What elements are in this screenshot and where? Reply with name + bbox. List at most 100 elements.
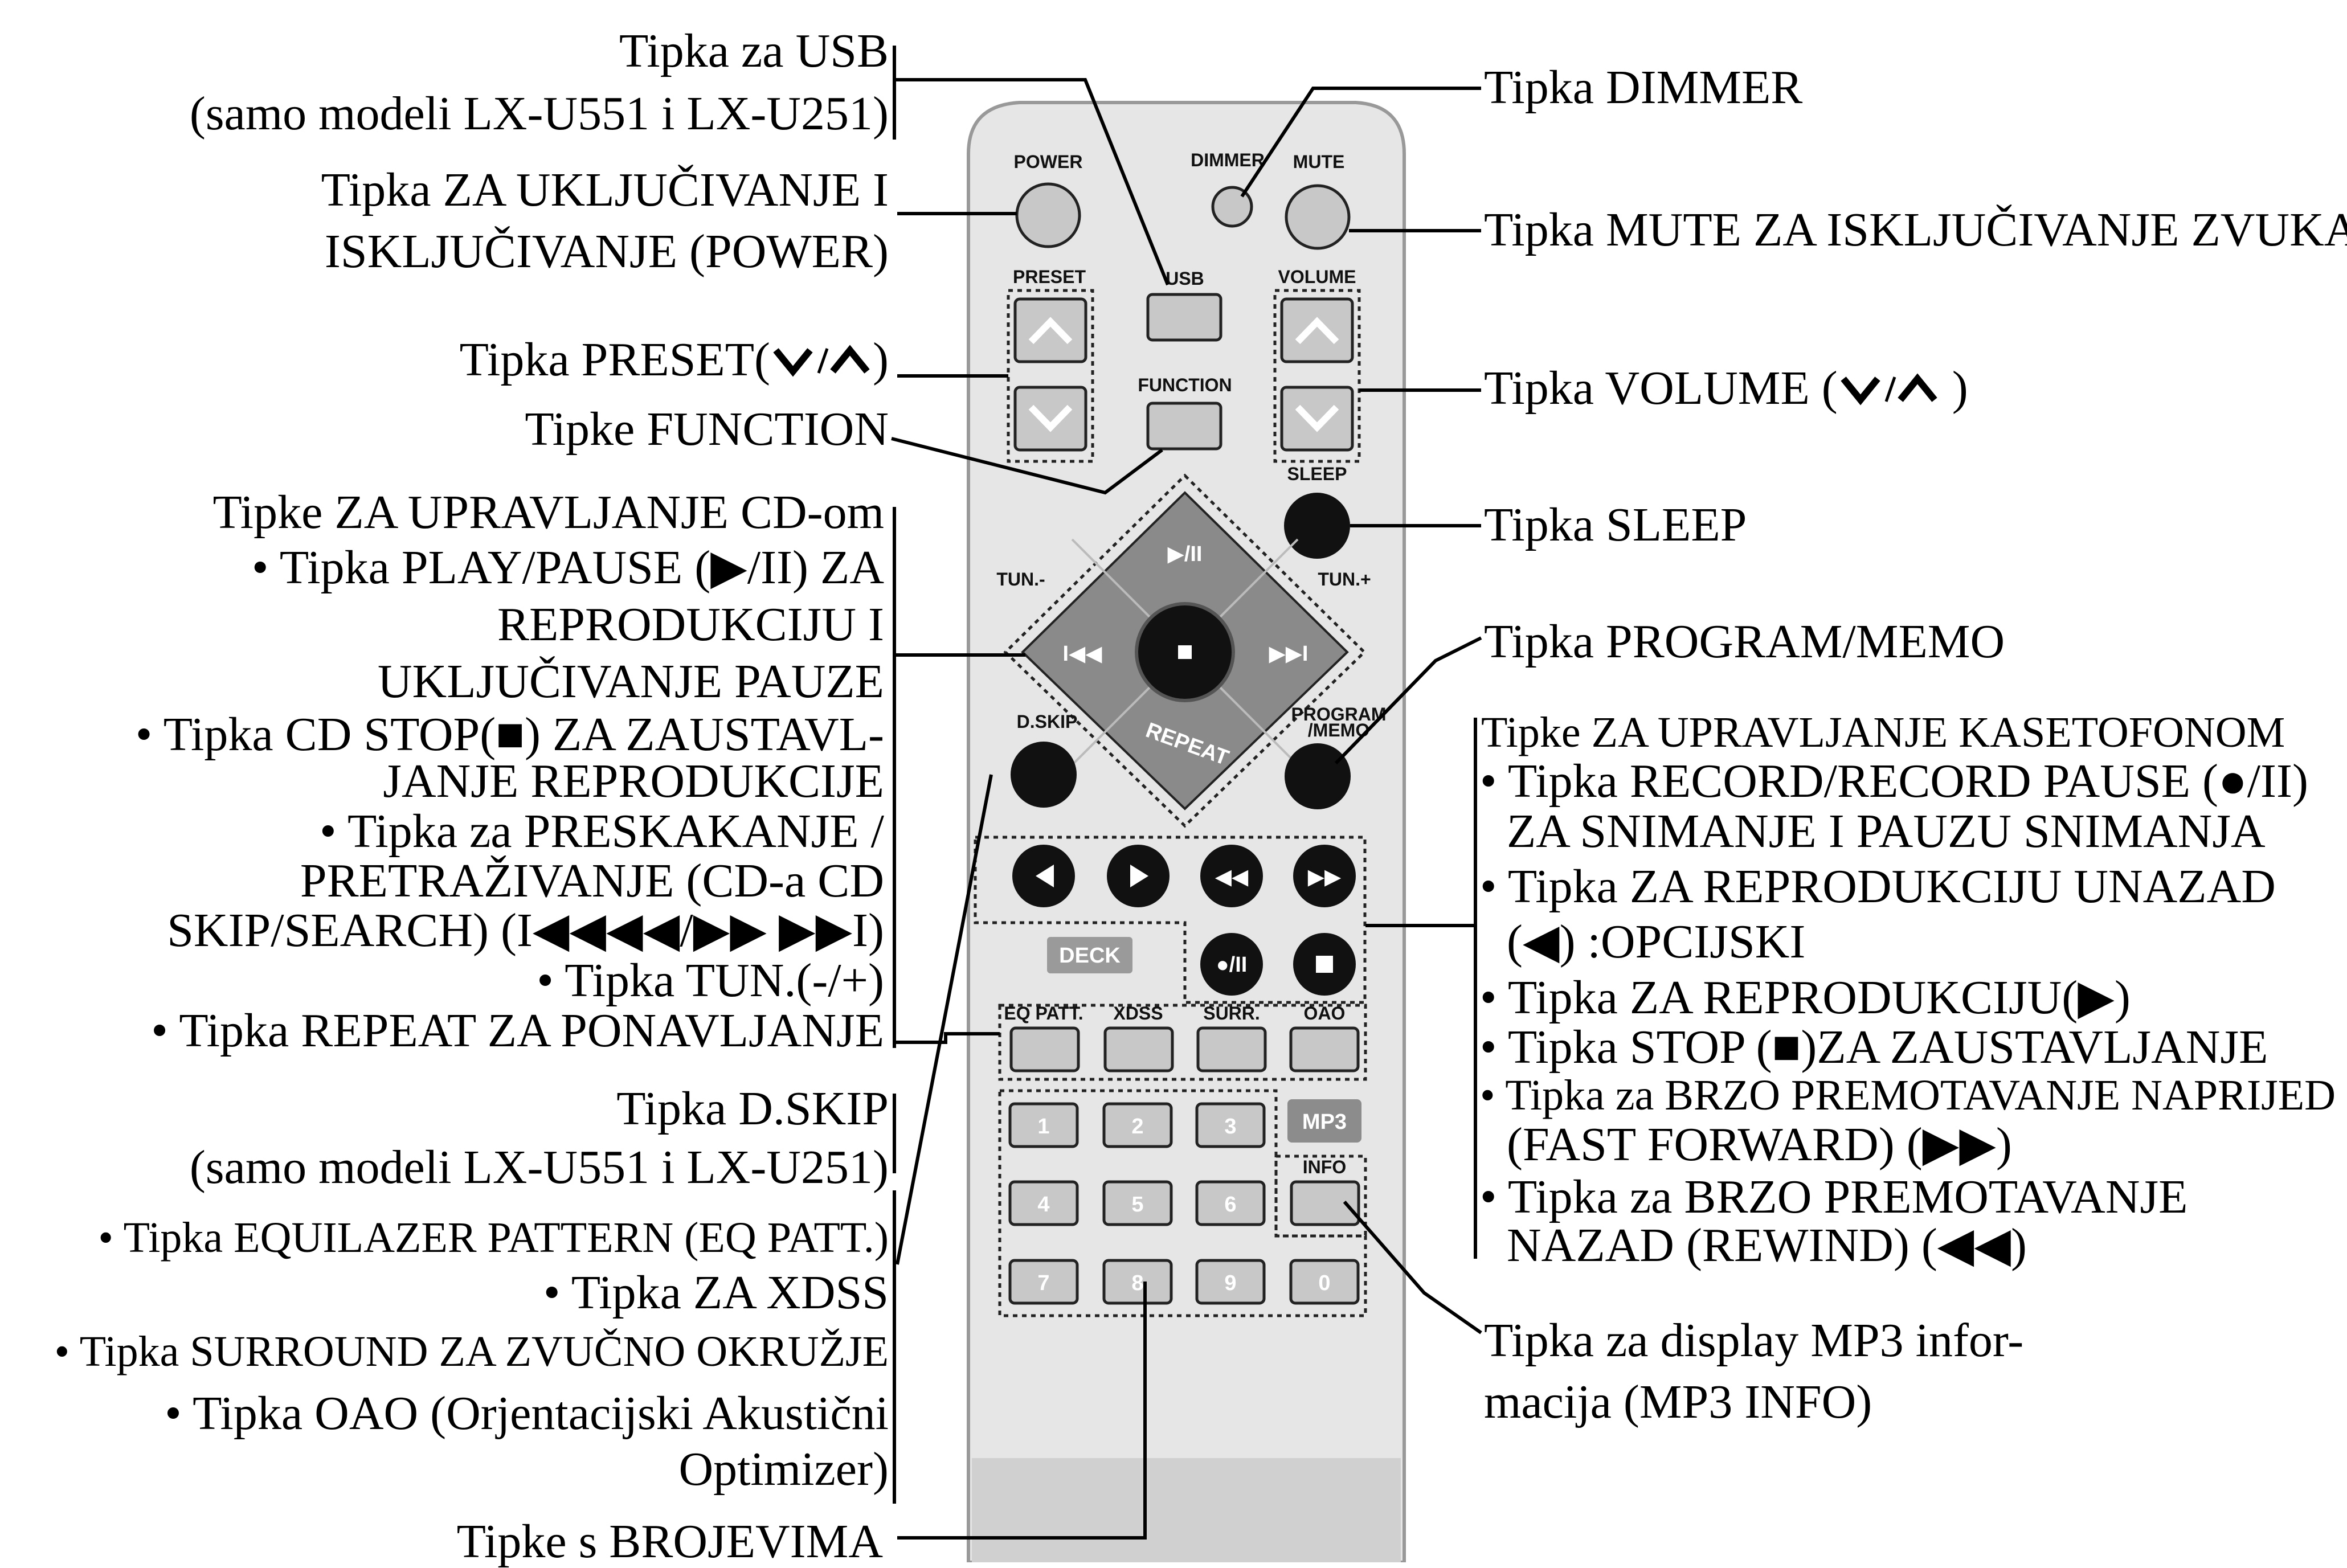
digit-button-8[interactable] [1102,1259,1173,1305]
power-label: POWER [1014,152,1083,172]
eq-callout-item: • Tipka SURROUND ZA ZVUČNO OKRUŽJE [54,1328,889,1375]
chevron-up-icon [1295,317,1339,345]
chevron-down-icon [1028,404,1073,432]
stop-icon [1316,956,1333,973]
eq-callout-item: Optimizer) [678,1443,889,1496]
sound-group [998,1004,1367,1081]
mute-callout: Tipka MUTE ZA ISKLJUČIVANJE ZVUKA [1484,203,2347,256]
power-button[interactable] [1015,182,1081,248]
mute-button[interactable] [1285,184,1351,250]
deck-callout-item: ZA SNIMANJE I PAUZU SNIMANJA [1507,805,2266,858]
digit-label: 7 [1037,1271,1049,1295]
eq-callout-item: • Tipka ZA XDSS [543,1266,889,1319]
volume-callout-close: ) [1952,362,1968,415]
dskip-label: D.SKIP [1017,711,1078,732]
sleep-button[interactable] [1284,493,1350,559]
usb-callout-title: Tipka za USB [619,24,889,77]
program-label: PROGRAM [1291,704,1386,724]
eq-callout-item: • Tipka EQUILAZER PATTERN (EQ PATT.) [98,1214,889,1262]
play-reverse-icon [1036,865,1054,887]
eq-callout-item: • Tipka OAO (Orjentacijski Akustični [165,1387,889,1440]
xdss-label: XDSS [1113,1003,1163,1024]
fast-forward-icon: ▶▶ [1308,865,1342,889]
play-pause-dpad-label[interactable]: ▶/II [1168,542,1203,566]
mp3-info-button[interactable] [1290,1180,1360,1226]
digit-label: 1 [1037,1115,1049,1139]
preset-label: PRESET [1013,267,1086,287]
dimmer-button[interactable] [1211,186,1253,228]
deck-fast-forward-button[interactable] [1293,845,1356,907]
deck-callout-item: (FAST FORWARD) (▶▶) [1507,1118,2012,1171]
tun-plus-label: TUN.+ [1318,569,1371,589]
remote-bottom-shade [972,1458,1401,1562]
cd-callout-item: PRETRAŽIVANJE (CD-a CD [300,854,884,907]
xdss-button[interactable] [1103,1026,1174,1072]
rewind-icon: ◀◀ [1215,865,1249,889]
chevron-down-up-icon [773,345,870,377]
digit-button-7[interactable] [1008,1259,1079,1305]
deck-badge [1047,937,1132,973]
play-icon [1130,865,1148,887]
deck-callout-item: NAZAD (REWIND) (◀◀) [1507,1219,2027,1272]
volume-label: VOLUME [1278,267,1356,287]
digit-label: 8 [1131,1271,1143,1295]
digit-button-5[interactable] [1102,1180,1173,1226]
stop-icon [1178,645,1192,659]
oao-button[interactable] [1289,1026,1360,1072]
function-callout: Tipke FUNCTION [525,403,889,456]
cd-callout-item: • Tipka REPEAT ZA PONAVLJANJE [151,1004,884,1057]
oao-label: OAO [1304,1003,1346,1024]
program-memo-button[interactable] [1285,743,1351,809]
cd-callout-item: • Tipka za PRESKAKANJE / [320,805,884,858]
digit-label: 4 [1037,1193,1049,1217]
eq-patt-button[interactable] [1009,1026,1080,1072]
preset-callout-close: ) [873,333,889,386]
deck-rewind-button[interactable] [1200,845,1263,907]
chevron-down-up-icon [1841,373,1937,406]
numbers-callout: Tipke s BROJEVIMA [456,1515,883,1568]
info-label: INFO [1303,1157,1346,1177]
function-label: FUNCTION [1138,375,1232,395]
preset-down-button[interactable] [1013,386,1087,452]
cd-callout-item: SKIP/SEARCH) (I◀◀◀◀/▶▶ ▶▶I) [167,904,884,957]
preset-callout-text: Tipka PRESET( [459,333,771,386]
record-pause-label: ●/II [1216,953,1248,977]
volume-down-button[interactable] [1280,386,1354,452]
digit-button-4[interactable] [1008,1180,1079,1226]
eq-label: EQ PATT. [1004,1003,1083,1024]
cd-callout-title: Tipke ZA UPRAVLJANJE CD-om [212,486,884,539]
preset-up-button[interactable] [1013,297,1087,363]
skip-back-icon[interactable]: I◀◀ [1062,642,1102,666]
usb-label: USB [1166,268,1204,289]
skip-forward-icon[interactable]: ▶▶I [1269,642,1308,666]
program-callout: Tipka PROGRAM/MEMO [1484,615,2005,668]
surr-button[interactable] [1196,1026,1267,1072]
deck-group [974,836,1367,1004]
digit-button-0[interactable] [1289,1259,1360,1305]
deck-callout-item: • Tipka RECORD/RECORD PAUSE (●/II) [1480,755,2308,808]
chevron-down-icon [1295,404,1339,432]
digit-button-6[interactable] [1195,1180,1266,1226]
mp3-badge-label: MP3 [1302,1110,1347,1134]
digit-button-2[interactable] [1102,1102,1173,1148]
dskip-button[interactable] [1011,742,1077,808]
cd-callout-item: UKLJUČIVANJE PAUZE [377,655,884,708]
usb-button[interactable] [1146,293,1222,342]
dimmer-callout: Tipka DIMMER [1484,61,1803,114]
cd-callout-item: JANJE REPRODUKCIJE [383,755,884,808]
deck-record-pause-button[interactable] [1200,933,1263,996]
sleep-label: SLEEP [1287,464,1347,484]
volume-callout-text: Tipka VOLUME ( [1484,362,1838,415]
usb-callout-note: (samo modeli LX-U551 i LX-U251) [189,87,889,140]
digit-button-9[interactable] [1195,1259,1266,1305]
function-button[interactable] [1146,402,1222,451]
digit-button-1[interactable] [1008,1102,1079,1148]
deck-callout-title: Tipke ZA UPRAVLJANJE KASETOFONOM [1481,709,2285,756]
digit-button-3[interactable] [1195,1102,1266,1148]
chevron-up-icon [1028,317,1073,345]
dpad-outline [1003,473,1367,828]
dskip-callout-title: Tipka D.SKIP [616,1082,889,1135]
digit-label: 5 [1131,1193,1143,1217]
volume-up-button[interactable] [1280,297,1354,363]
